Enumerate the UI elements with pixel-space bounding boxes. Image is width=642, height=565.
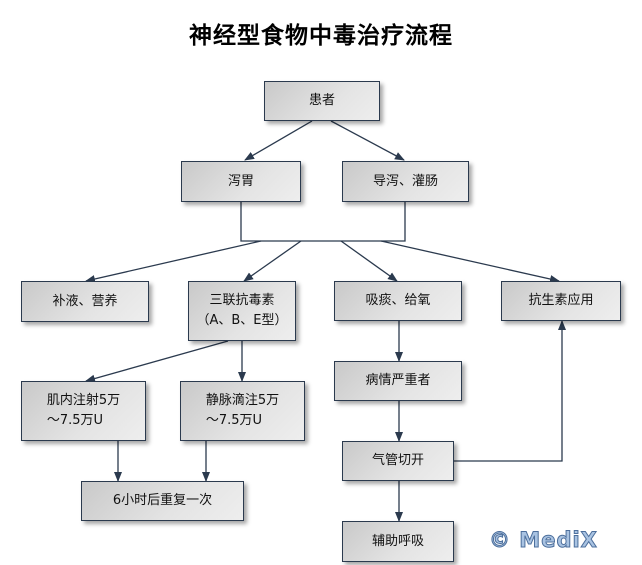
- arrow-to-antitoxin: [243, 240, 302, 282]
- node-intramuscular: 肌内注射5万 ～7.5万U: [21, 381, 146, 441]
- node-antibiotics: 抗生素应用: [501, 281, 621, 321]
- arrow-to-antibiotics: [380, 240, 560, 283]
- arrow-to-fluid: [85, 240, 262, 283]
- node-label: 补液、营养: [52, 293, 118, 309]
- node-label: 吸痰、给氧: [365, 293, 431, 308]
- merge-bracket: [240, 202, 406, 242]
- node-gastric-lavage: 泻胃: [181, 161, 301, 202]
- arrow-patient-to-gastric: [244, 120, 313, 161]
- watermark-logo: © MediX: [489, 528, 598, 553]
- node-suction-oxygen: 吸痰、给氧: [334, 281, 462, 321]
- node-label: 三联抗毒素 （A、B、E型）: [196, 293, 288, 328]
- node-label: 肌内注射5万 ～7.5万U: [46, 393, 121, 428]
- node-label: 泻胃: [227, 173, 254, 189]
- node-label: 气管切开: [371, 453, 424, 468]
- node-label: 辅助呼吸: [371, 533, 424, 549]
- node-intravenous: 静脉滴注5万 ～7.5万U: [180, 381, 305, 441]
- node-repeat: 6小时后重复一次: [81, 481, 244, 521]
- arrow-tracheotomy-to-antibiotics: [454, 320, 566, 462]
- arrow-patient-to-catharsis: [330, 120, 405, 161]
- node-label: 导泻、灌肠: [372, 173, 438, 189]
- node-label: 病情严重者: [365, 373, 431, 388]
- arrow-to-suction: [340, 240, 398, 282]
- node-fluid-nutrition: 补液、营养: [21, 281, 149, 322]
- node-label: 6小时后重复一次: [112, 493, 213, 508]
- node-label: 静脉滴注5万 ～7.5万U: [205, 393, 280, 428]
- node-tracheotomy: 气管切开: [342, 441, 454, 481]
- diagram-title: 神经型食物中毒治疗流程: [189, 22, 453, 49]
- arrow-antitoxin-to-im: [85, 340, 229, 383]
- node-label: 患者: [308, 93, 335, 108]
- node-assisted-breathing: 辅助呼吸: [342, 521, 454, 562]
- node-catharsis-enema: 导泻、灌肠: [342, 161, 469, 202]
- node-severe: 病情严重者: [334, 361, 462, 401]
- node-antitoxin: 三联抗毒素 （A、B、E型）: [188, 281, 296, 341]
- node-patient: 患者: [264, 81, 380, 121]
- node-label: 抗生素应用: [528, 293, 594, 308]
